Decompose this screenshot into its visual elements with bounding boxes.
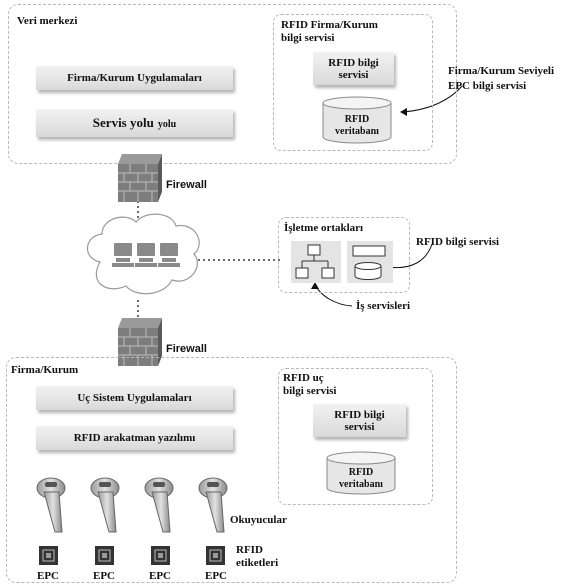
- reader-icon-3: [144, 477, 174, 533]
- edge-apps-bar: Uç Sistem Uygulamaları: [36, 386, 233, 410]
- epc-label-1: EPC: [37, 570, 59, 582]
- computer-icon-group: [112, 243, 180, 267]
- enterprise-service-title: RFID Firma/Kurum bilgi servisi: [281, 19, 378, 44]
- enterprise-service-box: [273, 14, 433, 151]
- enterprise-epc-callout: Firma/Kurum Seviyeli EPC bilgi servisi: [448, 65, 555, 92]
- firewall-top-label: Firewall: [166, 179, 207, 191]
- epc-label-4: EPC: [205, 570, 227, 582]
- rfid-middleware-bar: RFID arakatman yazılımı: [36, 426, 233, 450]
- service-bus-suffix: yolu: [157, 119, 177, 130]
- business-partners-title: İşletme ortakları: [284, 222, 364, 234]
- enterprise-apps-bar: Firma/Kurum Uygulamaları: [36, 66, 233, 90]
- edge-info-service-box: RFID bilgi servisi: [313, 404, 406, 437]
- enterprise-info-service-box: RFID bilgi servisi: [313, 52, 394, 85]
- epc-label-3: EPC: [149, 570, 171, 582]
- tag-icon-3: [151, 546, 170, 565]
- reader-icon-2: [90, 477, 120, 533]
- firewall-bottom-label: Firewall: [166, 343, 207, 355]
- edge-database-label: RFID veritabanı: [339, 467, 383, 490]
- business-partners-box: [278, 217, 410, 293]
- callout-arrow-enterprise: [401, 85, 463, 113]
- epc-label-2: EPC: [93, 570, 115, 582]
- callout-arrow-info: [387, 243, 433, 269]
- enterprise-database-label: RFID veritabanı: [335, 114, 379, 137]
- reader-icon-4: [198, 477, 228, 533]
- rfid-tags-label: RFID etiketleri: [236, 544, 279, 569]
- partner-info-callout: RFID bilgi servisi: [416, 236, 500, 248]
- tag-icon-4: [206, 546, 225, 565]
- readers-label: Okuyucular: [230, 514, 287, 526]
- data-center-title: Veri merkezi: [17, 15, 78, 27]
- enterprise-box: [6, 357, 457, 583]
- edge-service-title: RFID uç bilgi servisi: [283, 372, 337, 397]
- enterprise-title: Firma/Kurum: [11, 364, 79, 376]
- tag-icon-1: [39, 546, 58, 565]
- edge-service-box: [278, 368, 433, 505]
- business-services-callout: İş servisleri: [356, 300, 411, 312]
- tag-icon-2: [95, 546, 114, 565]
- reader-icon-1: [36, 477, 66, 533]
- data-center-box: [8, 4, 457, 164]
